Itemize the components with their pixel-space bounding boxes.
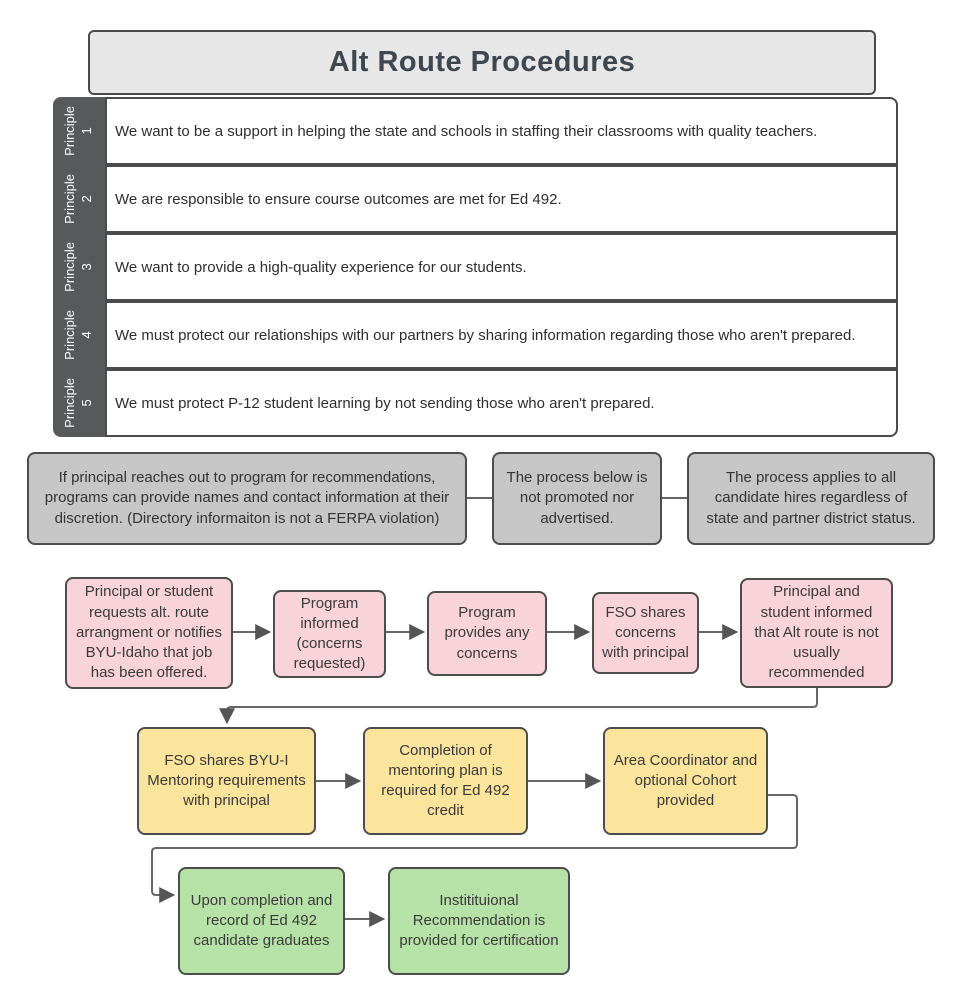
flow-step-not-recommended: Principal and student informed that Alt … [740, 578, 893, 688]
page-title: Alt Route Procedures [88, 30, 876, 95]
flow-step-recommendation: Institituional Recommendation is provide… [388, 867, 570, 975]
arrow-yellow3-green1 [151, 794, 798, 903]
note-applies-all: The process applies to all candidate hir… [687, 452, 935, 545]
principle-number: 3 [78, 263, 94, 271]
principle-number: 5 [78, 399, 94, 407]
note-ferpa: If principal reaches out to program for … [27, 452, 467, 545]
principle-word: Principle [62, 310, 78, 360]
principle-row-1: We want to be a support in helping the s… [105, 97, 898, 165]
flow-step-mentoring-reqs: FSO shares BYU-I Mentoring requirements … [137, 727, 316, 835]
principle-word: Principle [62, 242, 78, 292]
arrow-pink5-yellow1 [219, 688, 818, 725]
principle-number: 4 [78, 331, 94, 339]
note-not-promoted: The process below is not promoted nor ad… [492, 452, 662, 545]
principle-word: Principle [62, 174, 78, 224]
principle-row-2: We are responsible to ensure course outc… [105, 165, 898, 233]
flow-step-graduates: Upon completion and record of Ed 492 can… [178, 867, 345, 975]
principle-number: 2 [78, 195, 94, 203]
flow-step-fso-shares: FSO shares concerns with principal [592, 592, 699, 674]
flow-step-area-coordinator: Area Coordinator and optional Cohort pro… [603, 727, 768, 835]
principles-sidebar [53, 97, 105, 437]
principle-number: 1 [78, 127, 94, 135]
flow-step-request: Principal or student requests alt. route… [65, 577, 233, 689]
principle-row-4: We must protect our relationships with o… [105, 301, 898, 369]
flow-step-mentoring-plan: Completion of mentoring plan is required… [363, 727, 528, 835]
principle-row-5: We must protect P-12 student learning by… [105, 369, 898, 437]
principle-row-3: We want to provide a high-quality experi… [105, 233, 898, 301]
principle-word: Principle [62, 106, 78, 156]
principle-word: Principle [62, 378, 78, 428]
flow-step-program-informed: Program informed (concerns requested) [273, 590, 386, 678]
flow-step-program-concerns: Program provides any concerns [427, 591, 547, 676]
